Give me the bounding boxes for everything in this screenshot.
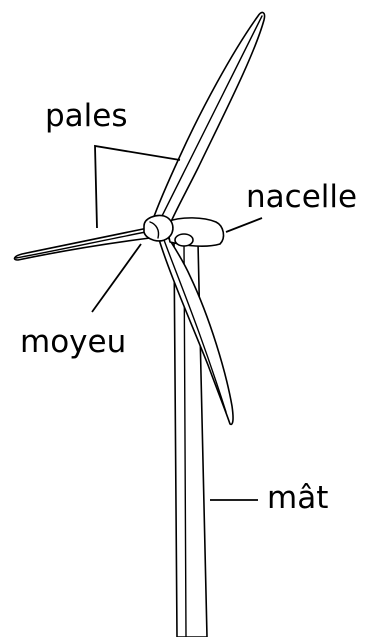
label-blades: pales (45, 98, 128, 134)
leader-hub (91, 243, 142, 313)
label-nacelle: nacelle (246, 179, 357, 215)
leader-nacelle (225, 217, 263, 233)
blade-left (13, 227, 151, 261)
leader-lines (91, 144, 263, 501)
leader-blades (94, 144, 181, 229)
nacelle (165, 217, 225, 247)
labels: pales nacelle moyeu mât (20, 98, 357, 516)
blade-upper (151, 11, 266, 225)
blade-lower (157, 233, 234, 426)
label-hub: moyeu (20, 324, 126, 360)
label-tower: mât (267, 480, 328, 516)
hub (143, 214, 174, 242)
